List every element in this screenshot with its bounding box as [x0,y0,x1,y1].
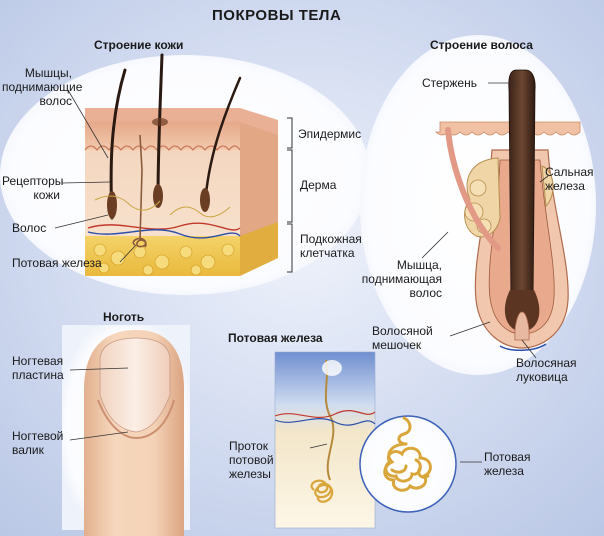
label-sebaceous-gland: Сальная железа [545,165,594,193]
skin-block-illustration [84,53,278,276]
label-skin-hair: Волос [12,221,47,235]
label-hair-shaft: Стержень [422,76,477,90]
sweat-skin-section [274,351,376,529]
label-nail-plate: Ногтевая пластина [12,354,64,382]
skin-leader-lines [54,89,137,263]
hair-leader-lines [421,82,549,359]
sweat-gland-panel [274,351,482,529]
label-sweat-duct: Проток потовой железы [229,439,274,481]
label-epidermis: Эпидермис [298,127,362,141]
label-sweat-gland: Потовая железа [484,450,531,478]
nail-panel [62,325,190,536]
sweat-heading: Потовая железа [228,331,323,345]
hair-heading: Строение волоса [430,38,533,52]
label-nail-fold: Ногтевой валик [12,429,64,457]
skin-structure-panel [0,53,370,295]
page-title: ПОКРОВЫ ТЕЛА [212,7,342,24]
hair-shaft [508,69,536,301]
label-skin-muscle: Мышцы, поднимающие волос [2,66,83,108]
nail-fold [97,399,175,440]
sweat-duct [324,359,335,481]
label-skin-sweat-gland: Потовая железа [12,256,102,270]
sweat-gland-coil [383,416,432,492]
sweat-leader-lines [309,443,482,463]
label-dermis: Дерма [300,178,337,192]
skin-layer-bracket [287,117,293,273]
label-hair-follicle: Волосяной мешочек [372,324,433,352]
hair-arrector-muscle [445,127,501,251]
hair-skin-surface [435,121,581,136]
nail-leader-lines [69,367,129,441]
label-skin-receptors: Рецепторы кожи [2,174,64,202]
hair-structure-panel [360,35,596,375]
label-hair-muscle: Мышца, поднимающая волос [361,258,442,300]
label-hair-bulb: Волосяная луковица [516,356,577,384]
skin-heading: Строение кожи [94,38,184,52]
sweat-gland-zoom-circle [359,415,457,513]
label-subcutaneous: Подкожная клетчатка [300,232,362,260]
nail-plate [99,337,171,433]
nail-heading: Ноготь [103,310,145,324]
